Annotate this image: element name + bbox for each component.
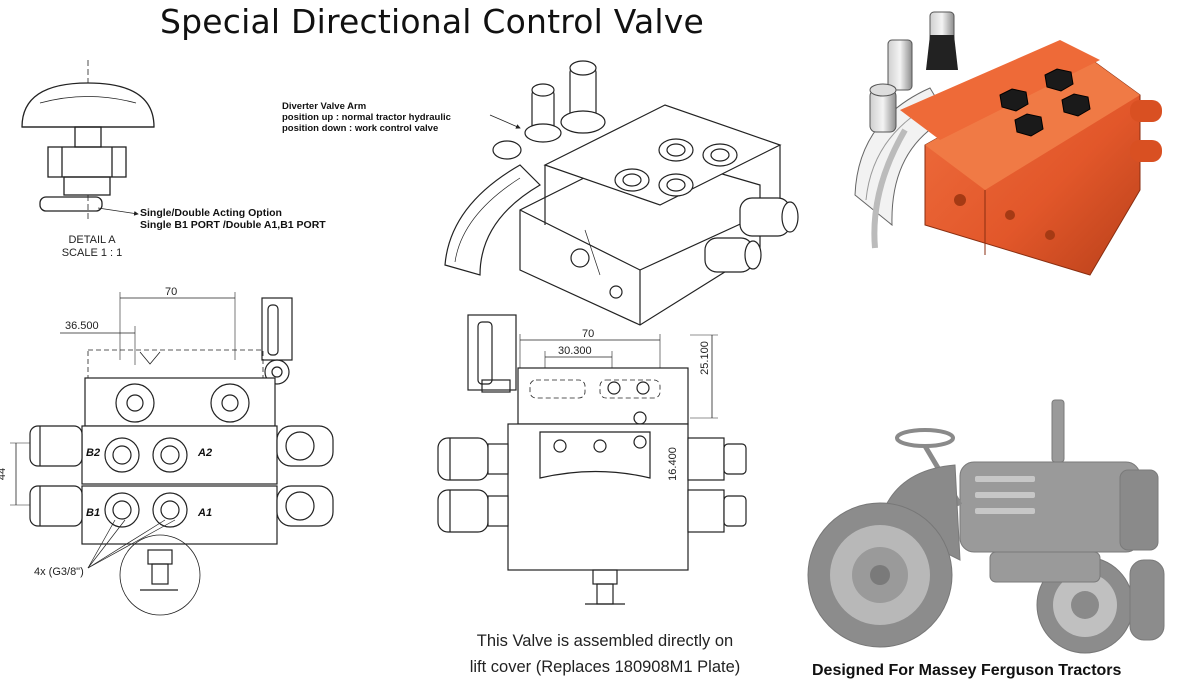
acting-option-ports: Single B1 PORT /Double A1,B1 PORT xyxy=(140,219,326,231)
front-dim-height: 44 xyxy=(0,467,9,481)
acting-option-title: Single/Double Acting Option xyxy=(140,207,282,219)
diverter-position-down: position down : work control valve xyxy=(282,123,439,134)
assembly-caption: This Valve is assembled directly on lift… xyxy=(420,628,790,680)
detail-a-drawing xyxy=(21,60,155,222)
front-view-drawing xyxy=(10,292,334,616)
side-view-drawing xyxy=(437,314,747,605)
front-dim-left: 36.500 xyxy=(65,320,99,332)
detail-a-label: DETAIL A xyxy=(68,234,116,246)
side-dim-right: 25.100 xyxy=(698,341,711,375)
detail-a-scale: SCALE 1 : 1 xyxy=(61,247,123,259)
port-b2-label: B2 xyxy=(86,447,101,459)
thread-note: 4x (G3/8") xyxy=(34,566,84,578)
front-dim-top: 70 xyxy=(165,286,178,298)
side-dim-lower: 16.400 xyxy=(666,447,679,481)
valve-product-render xyxy=(854,11,1162,276)
brand-tagline: Designed For Massey Ferguson Tractors xyxy=(812,662,1122,679)
page-title: Special Directional Control Valve xyxy=(160,2,704,41)
caption-line-1: This Valve is assembled directly on xyxy=(476,632,734,650)
isometric-valve-drawing xyxy=(444,60,799,326)
diverter-arm-title: Diverter Valve Arm xyxy=(282,101,367,112)
diverter-position-up: position up : normal tractor hydraulic xyxy=(282,112,451,123)
port-a1-label: A1 xyxy=(198,507,213,519)
side-dim-top: 70 xyxy=(582,328,595,340)
side-dim-inner: 30.300 xyxy=(558,345,592,357)
caption-line-2: lift cover (Replaces 180908M1 Plate) xyxy=(469,658,741,676)
port-a2-label: A2 xyxy=(198,447,213,459)
port-b1-label: B1 xyxy=(86,507,101,519)
tractor-illustration xyxy=(807,399,1165,654)
